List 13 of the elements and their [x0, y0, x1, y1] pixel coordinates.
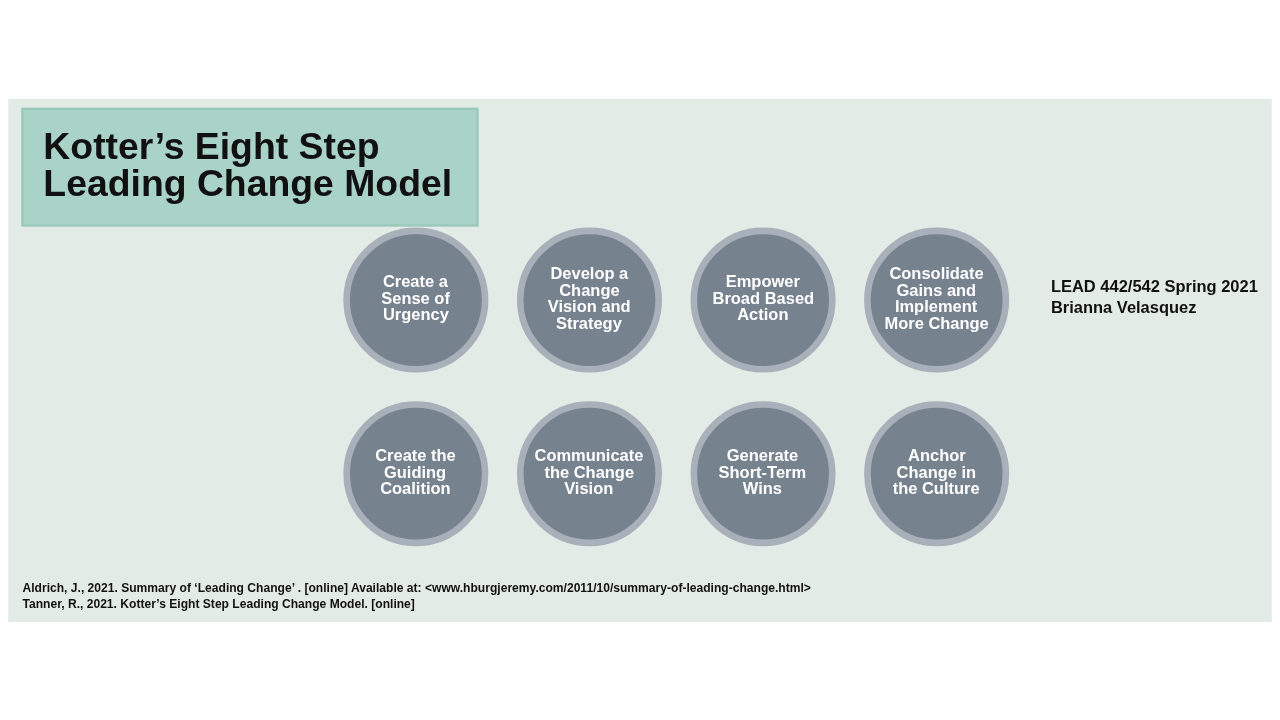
node-circle: Empower Broad Based Action — [690, 227, 836, 373]
node-circle: Generate Short-Term Wins — [690, 400, 836, 546]
node-circle: Anchor Change in the Culture — [864, 400, 1010, 546]
node-circle: Communicate the Change Vision — [516, 400, 662, 546]
node-circle: Consolidate Gains and Implement More Change — [864, 227, 1010, 373]
label: LEAD 442/542 Spring 2021 — [1050, 276, 1258, 295]
node-circle: Create the Guiding Coalition — [343, 400, 489, 546]
label: Aldrich, J., 2021. Summary of ‘Leading Change’ . [online] Available at: <www.hburgjeremy.com/2011/10/summary-of-leading-change.html> — [22, 580, 811, 595]
node-circle: Create a Sense of Urgency — [343, 227, 489, 373]
diagram-title: Kotter’s Eight Step Leading Change Model — [43, 124, 453, 204]
label: Brianna Velasquez — [1050, 297, 1197, 316]
node-circle: Develop a Change Vision and Strategy — [516, 227, 662, 373]
label: Tanner, R., 2021. Kotter’s Eight Step Leading Change Model. [online] — [22, 596, 415, 610]
